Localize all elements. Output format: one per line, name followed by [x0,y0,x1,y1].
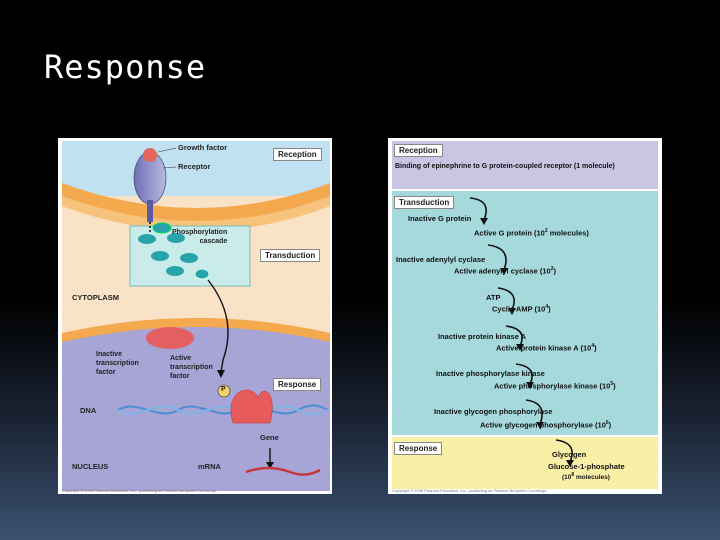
glucose-1-phosphate-label: Glucose-1-phosphate [548,462,625,471]
growth-factor-label: Growth factor [178,143,228,152]
reception-heading: Reception [394,144,443,157]
cascade-arrows [469,197,574,467]
active-step-6: Active glycogen phosphorylase (106) [480,420,612,430]
left-figure-panel: Growth factor Receptor Phosphorylation c… [58,138,332,494]
inactive-step-2: Inactive adenylyl cyclase [396,255,486,264]
transduction-section [392,191,658,435]
active-step-3: Cyclic AMP (104) [492,304,551,314]
left-figure-illustration [62,141,330,491]
kinase-6 [166,266,184,276]
mrna-label: mRNA [198,462,221,471]
kinase-5 [180,253,198,263]
step-arrow-3 [497,287,515,311]
active-transcription-factor-shape [230,389,273,424]
kinase-7 [194,268,210,280]
reception-stage-box: Reception [273,148,322,161]
gene-label: Gene [260,433,279,442]
step-arrow-5 [515,363,533,385]
dna-label: DNA [80,406,97,415]
slide-title: Response [44,48,207,86]
active-step-4: Active protein kinase A (104) [496,343,597,353]
response-arrow [555,439,573,463]
nucleus-label: NUCLEUS [72,462,109,471]
inactive-transcription-factor-shape [146,327,194,349]
inactive-step-1: Inactive G protein [408,214,472,223]
response-heading: Response [394,442,443,455]
inactive-step-4: Inactive protein kinase A [438,332,527,341]
mrna-strand [245,466,321,476]
step-arrow-6 [525,399,543,425]
phosphate-group [217,384,231,398]
transduction-heading: Transduction [394,196,455,209]
right-copyright: Copyright © 2008 Pearson Education, Inc.… [392,488,548,493]
response-stage-box: Response [273,378,322,391]
active-step-5: Active phosphorylase kinase (105) [494,381,616,391]
inactive-step-5: Inactive phosphorylase kinase [436,369,545,378]
receptor-stalk [147,200,153,222]
signal-arrow-2 [207,279,229,373]
kinase-1 [152,222,172,234]
phosphorylation-cascade-label: Phosphorylation cascade [172,229,228,245]
inactive-transcription-factor-label: Inactive transcription factor [96,351,139,376]
right-figure-panel: Reception Binding of epinephrine to G pr… [388,138,662,494]
reception-text: Binding of epinephrine to G protein-coup… [395,163,615,170]
active-transcription-factor-label: Active transcription factor [170,355,213,380]
inactive-step-6: Inactive glycogen phosphorylase [434,407,553,416]
inactive-step-3: ATP [486,293,501,302]
nucleus-area [62,327,330,491]
receptor-label: Receptor [178,162,211,171]
active-step-1: Active G protein (102 molecules) [474,228,589,238]
glycogen-label: Glycogen [552,450,587,459]
left-copyright: Copyright © 2008 Pearson Education, Inc.… [62,488,218,493]
kinase-3 [167,233,185,243]
active-step-2: Active adenylyl cyclase (102) [454,266,557,276]
growth-factor-shape [143,148,157,162]
glucose-count-label: (108 molecules) [562,472,610,482]
step-arrow-1 [469,197,487,221]
kinase-2 [138,234,156,244]
cytoplasm-label: CYTOPLASM [72,293,119,302]
step-arrow-4 [505,325,523,347]
step-arrow-2 [487,244,507,271]
transduction-stage-box: Transduction [260,249,321,262]
phosphate-label: P [221,386,226,393]
kinase-4 [151,251,169,261]
